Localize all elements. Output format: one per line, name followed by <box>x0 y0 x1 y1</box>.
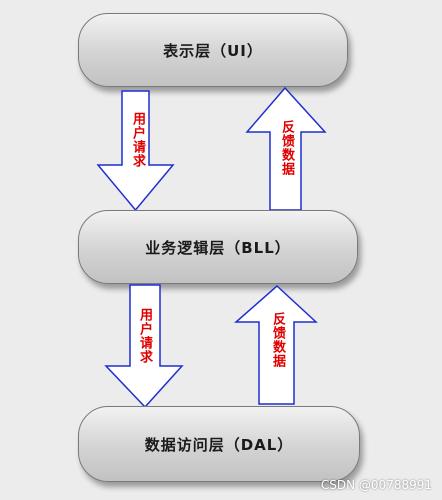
data-access-layer-label: 数据访问层（DAL） <box>144 435 294 454</box>
presentation-layer-label: 表示层（UI） <box>163 41 263 60</box>
feedback-arrow-up-icon <box>234 284 318 405</box>
business-logic-layer-label: 业务逻辑层（BLL） <box>145 238 291 257</box>
request-arrow-down-icon <box>96 90 175 212</box>
watermark-text: CSDN @00788991 <box>320 478 432 492</box>
business-logic-layer-box: 业务逻辑层（BLL） <box>78 210 358 284</box>
request-arrow-down-icon <box>104 284 184 409</box>
presentation-layer-box: 表示层（UI） <box>78 13 348 87</box>
feedback-arrow-label-top: 反馈数据 <box>279 120 294 176</box>
feedback-arrow-label-bottom: 反馈数据 <box>270 312 285 368</box>
request-arrow-label-top: 用户请求 <box>130 112 145 168</box>
request-arrow-label-bottom: 用户请求 <box>137 308 152 364</box>
data-access-layer-box: 数据访问层（DAL） <box>78 406 360 482</box>
